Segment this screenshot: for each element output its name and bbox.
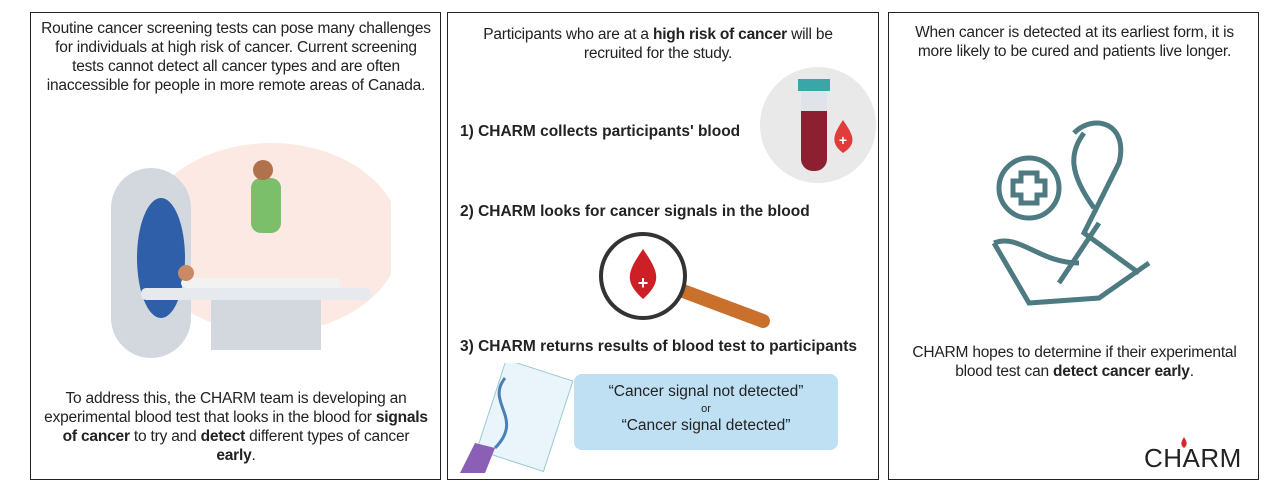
logo-blood-drop-icon: [1181, 437, 1187, 448]
intro-text: When cancer is detected at its earliest …: [915, 24, 1234, 60]
ribbon-hand-care-icon: [991, 120, 1151, 306]
panel-screening-challenges: Routine cancer screening tests can pose …: [30, 12, 441, 480]
mri-scanner-illustration: [111, 143, 391, 358]
intro-text: Routine cancer screening tests can pose …: [41, 20, 431, 94]
result-not-detected: “Cancer signal not detected”: [608, 383, 804, 400]
result-or: or: [701, 403, 711, 415]
svg-text:+: +: [638, 273, 649, 293]
charm-logo: CHARM: [1144, 443, 1242, 473]
step-1-label: 1) CHARM collects participants' blood: [460, 123, 741, 140]
magnifying-glass-blood-icon: +: [599, 232, 770, 328]
step-2-label: 2) CHARM looks for cancer signals in the…: [460, 203, 810, 220]
dna-report-hand-icon: [460, 363, 574, 473]
step-3-label: 3) CHARM returns results of blood test t…: [460, 338, 858, 355]
outro-text: To address this, the CHARM team is devel…: [44, 390, 428, 464]
blood-tube-icon: +: [760, 67, 876, 183]
panel-early-detection: When cancer is detected at its earliest …: [888, 12, 1259, 480]
svg-text:+: +: [839, 132, 847, 148]
result-speech-bubble: “Cancer signal not detected” or “Cancer …: [574, 374, 838, 450]
panel-study-steps: Participants who are at a high risk of c…: [447, 12, 879, 480]
intro-text: Participants who are at a high risk of c…: [483, 26, 833, 62]
result-detected: “Cancer signal detected”: [621, 417, 791, 434]
outro-text: CHARM hopes to determine if their experi…: [912, 344, 1237, 380]
